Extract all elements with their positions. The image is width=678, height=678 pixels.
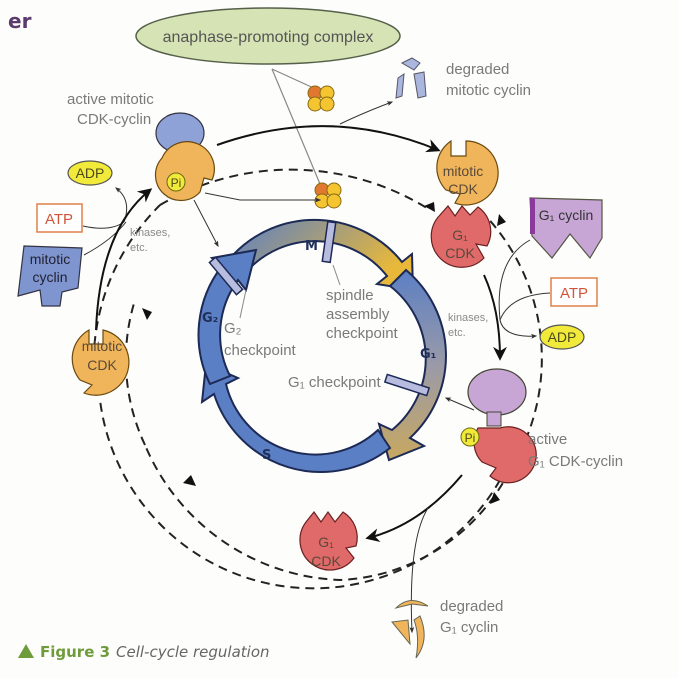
apc-particle-icon <box>314 182 342 209</box>
to-g2-checkpoint-arrow <box>193 199 219 248</box>
atp-left-box <box>36 203 83 233</box>
mitotic-cyclin-label-1: mitotic <box>30 251 70 267</box>
g2-leader <box>239 289 247 319</box>
g1-cdk-right-label-1: G₁ <box>452 227 468 243</box>
adp-right-badge <box>539 324 585 350</box>
apc-ellipse <box>135 7 401 65</box>
degraded-g1-cyclin-label-1: degraded <box>440 598 503 615</box>
dashed-arrowhead <box>424 202 435 212</box>
cdk-to-active-arrow <box>95 188 153 331</box>
g1-cdk-right-label-2: CDK <box>445 245 475 261</box>
dashed-arrowhead <box>183 475 196 486</box>
active-g1-cdk-cyclin-icon: Pi <box>460 368 537 484</box>
g2-checkpoint-label-1: G₂ <box>224 320 242 337</box>
cell-cycle-ring: M G₁ S G₂ <box>197 218 447 473</box>
spindle-leader <box>332 264 341 286</box>
caption-triangle-icon <box>18 644 34 658</box>
cyclin-to-kinase-line <box>83 221 127 256</box>
apc-particle-icon <box>307 85 335 112</box>
atp-to-adp-arrow-right <box>499 292 551 339</box>
phase-label-g2: G₂ <box>202 311 218 326</box>
to-g1-checkpoint-arrow <box>444 397 475 411</box>
degraded-mitotic-cyclin-label-2: mitotic cyclin <box>446 82 531 99</box>
apc-label: anaphase-promoting complex <box>163 29 374 46</box>
phase-label-s: S <box>262 448 271 463</box>
g1-checkpoint-label: G₁ checkpoint <box>288 374 381 391</box>
atp-right-box <box>550 277 598 307</box>
active-mitotic-label-1: active mitotic <box>67 91 154 108</box>
g2-checkpoint-bar <box>208 256 244 296</box>
to-degraded-g1-arrow <box>409 507 429 634</box>
kinases-right-label-2: etc. <box>448 327 466 339</box>
active-g1-label-2: G₁ CDK-cyclin <box>528 453 623 470</box>
g1-cdk-bottom-label-1: G₁ <box>318 534 334 550</box>
to-apc-arrow <box>204 192 322 203</box>
pi-label: Pi <box>171 176 182 190</box>
mitotic-cdk-left-label-1: mitotic <box>82 338 122 354</box>
atp-to-kinase-line <box>82 221 125 229</box>
adp-right-label: ADP <box>548 329 577 345</box>
degraded-g1-cyclin-label-2: G₁ cyclin <box>440 619 498 636</box>
dashed-arrowhead <box>497 214 506 226</box>
dashed-arrowhead <box>490 492 500 504</box>
adp-left-badge <box>67 160 113 186</box>
mitotic-cdk-right-icon <box>436 139 499 206</box>
phase-label-g1: G₁ <box>420 347 436 362</box>
g1-cdk-bottom-label-2: CDK <box>311 553 341 569</box>
g1cdk-to-active-arrow <box>483 274 507 361</box>
mitotic-cyclin-label-2: cyclin <box>32 269 67 285</box>
mitotic-cyclin-icon <box>17 245 83 307</box>
degraded-g1-cyclin-icon <box>391 600 429 659</box>
spindle-checkpoint-label-2: assembly <box>326 306 390 323</box>
kinases-left-label-2: etc. <box>130 242 148 254</box>
atp-left-label: ATP <box>45 211 73 228</box>
cyclin-to-kinase-line-right <box>498 239 531 321</box>
phase-arrow-m <box>232 218 415 292</box>
header-fragment: er <box>8 9 32 33</box>
mitotic-cdk-left-icon <box>71 328 130 396</box>
mitotic-cdk-right-label-1: mitotic <box>443 163 483 179</box>
mitotic-cdk-left-label-2: CDK <box>87 357 117 373</box>
active-mitotic-cdk-cyclin-icon: Pi <box>154 112 215 202</box>
active-mitotic-label-2: CDK-cyclin <box>77 111 151 128</box>
apc-line-1 <box>271 68 319 91</box>
degraded-mitotic-cyclin-icon <box>395 57 427 99</box>
pi-label-g1: Pi <box>465 431 476 445</box>
dashed-arrowhead <box>142 308 152 320</box>
g1-cyclin-edge <box>530 198 535 234</box>
adp-left-label: ADP <box>76 165 105 181</box>
g1-cyclin-icon <box>529 197 603 260</box>
mitotic-to-cdk-arrow <box>216 125 441 153</box>
mitotic-cdk-right-label-2: CDK <box>448 181 478 197</box>
atp-right-label: ATP <box>560 285 588 302</box>
g1-cyclin-label: G₁ cyclin <box>539 207 594 223</box>
g1-cdk-bottom-icon <box>299 510 358 571</box>
g2-checkpoint-label-2: checkpoint <box>224 342 297 359</box>
caption-title: Cell-cycle regulation <box>116 643 270 661</box>
degradation-arrow <box>339 101 394 125</box>
phase-arrow-g2 <box>197 248 258 386</box>
spindle-checkpoint-label-1: spindle <box>326 287 374 304</box>
kinases-right-label-1: kinases, <box>448 312 488 324</box>
g1-checkpoint-bar <box>383 373 431 397</box>
active-g1-label-1: active <box>528 431 567 448</box>
spindle-checkpoint-label-3: checkpoint <box>326 325 399 342</box>
degraded-mitotic-cyclin-label-1: degraded <box>446 61 509 78</box>
phase-label-m: M <box>305 239 318 254</box>
active-to-g1cdk-arrow <box>365 474 463 543</box>
phase-arrow-g1 <box>377 268 447 462</box>
caption-figure-number: Figure 3 <box>40 643 110 661</box>
g1-cdk-right-icon <box>430 205 492 268</box>
spindle-checkpoint-bar <box>321 220 337 264</box>
kinases-left-label-1: kinases, <box>130 227 170 239</box>
